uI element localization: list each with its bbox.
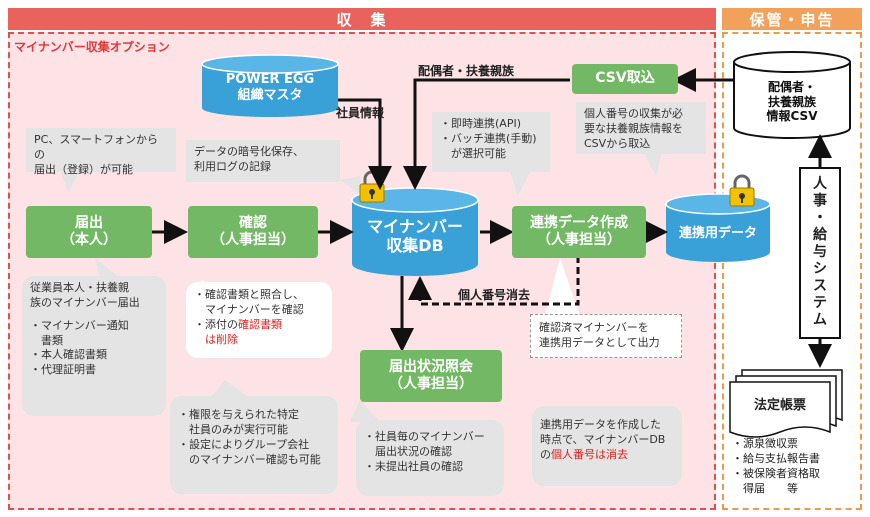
note-output-link-line: 連携用データとして出力 bbox=[539, 335, 660, 349]
mynumber-db-label-2: 収集DB bbox=[386, 236, 444, 255]
employee-info-label: 社員情報 bbox=[336, 106, 385, 120]
note-employee-notify-line: ・マイナンバー通知 bbox=[30, 318, 129, 332]
note-permission-line: ・設定によりグループ会社 bbox=[178, 437, 310, 451]
create-link-title: 連携データ作成 bbox=[530, 214, 628, 231]
legal-forms-list: ・源泉徴収票 ・給与支払報告書 ・被保険者資格取 得届 等 bbox=[732, 436, 862, 496]
note-check-docs: ・確認書類と照合し、 マイナンバーを確認 ・添付の確認書類 は削除 bbox=[186, 282, 332, 358]
legal-form-item: ・給与支払報告書 bbox=[732, 452, 820, 465]
spouse-csv-label-1: 配偶者・ bbox=[767, 80, 816, 95]
mynumber-db-label-1: マイナンバー bbox=[367, 216, 463, 236]
note-employee-notify: 従業員本人・扶養親 族のマイナンバー届出 ・マイナンバー通知 書類 ・本人確認書… bbox=[22, 276, 166, 416]
confirm-role: （人事担当） bbox=[211, 232, 295, 248]
power-egg-db: POWER EGG 組織マスタ bbox=[202, 66, 338, 110]
legal-form-item: 得届 等 bbox=[732, 482, 798, 495]
note-status-detail: ・社員毎のマイナンバー 届出状況の確認 ・未提出社員の確認 bbox=[356, 420, 504, 496]
note-csv-info-line: 要な扶養親族情報を bbox=[584, 121, 683, 135]
system-char: ム bbox=[813, 312, 827, 328]
power-egg-label: POWER EGG bbox=[225, 72, 315, 88]
note-employee-notify-line: 族のマイナンバー届出 bbox=[30, 295, 140, 309]
note-csv-info-line: 個人番号の収集が必 bbox=[584, 107, 683, 120]
submit-title: 届出 bbox=[75, 214, 103, 231]
note-employee-notify-line: ・本人確認書類 bbox=[30, 348, 107, 362]
note-api: ・即時連携(API) ・バッチ連携(手動) が選択可能 bbox=[432, 112, 550, 172]
status-query-box: 届出状況照会 （人事担当） bbox=[360, 350, 502, 402]
hr-payroll-system: 人 事 ・ 給 与 シ ス テ ム bbox=[800, 176, 840, 334]
legal-form-item: ・源泉徴収票 bbox=[732, 437, 798, 450]
system-char: シ bbox=[813, 261, 827, 277]
note-check-docs-red: は削除 bbox=[194, 332, 238, 346]
note-output-link-line: 確認済マイナンバーを bbox=[539, 321, 649, 334]
link-data-db: 連携用データ bbox=[666, 212, 770, 256]
legal-form-item: ・被保険者資格取 bbox=[732, 467, 820, 480]
note-employee-notify-line: 従業員本人・扶養親 bbox=[30, 281, 129, 294]
note-check-docs-red: 確認書類 bbox=[238, 317, 282, 331]
note-check-docs-prefix: ・添付の bbox=[194, 317, 238, 331]
storage-header-label: 保管・申告 bbox=[749, 10, 835, 29]
system-char: ・ bbox=[813, 210, 827, 226]
note-status-detail-line: 届出状況の確認 bbox=[364, 444, 452, 458]
note-employee-notify-line: ・代理証明書 bbox=[30, 363, 96, 377]
spouse-dependents-label: 配偶者・扶養親族 bbox=[418, 64, 515, 78]
system-char: テ bbox=[813, 295, 827, 311]
option-label: マイナンバー収集オプション bbox=[14, 40, 170, 54]
link-data-label: 連携用データ bbox=[678, 226, 757, 242]
delete-number-label: 個人番号消去 bbox=[458, 288, 531, 302]
spouse-csv-db: 配偶者・ 扶養親族 情報CSV bbox=[734, 72, 850, 132]
storage-header: 保管・申告 bbox=[722, 8, 862, 30]
note-pc-phone: PC、スマートフォンからの 届出（登録）が可能 bbox=[26, 128, 176, 176]
note-permission-line: ・権限を与えられた特定 bbox=[178, 408, 299, 421]
note-status-detail-line: ・未提出社員の確認 bbox=[364, 459, 463, 473]
system-char: 給 bbox=[813, 227, 827, 243]
status-query-title: 届出状況照会 bbox=[389, 358, 473, 375]
note-deletion-timing: 連携用データを作成した 時点で、マイナンバーDB の個人番号は消去 bbox=[532, 406, 682, 486]
system-char: 人 bbox=[813, 176, 827, 192]
note-pc-phone-line: PC、スマートフォンからの bbox=[34, 133, 158, 161]
confirm-box: 確認 （人事担当） bbox=[188, 206, 318, 258]
note-permission-line: 社員のみが実行可能 bbox=[178, 422, 288, 436]
note-encryption: データの暗号化保存、 利用ログの記録 bbox=[186, 140, 340, 182]
system-char: 事 bbox=[813, 193, 827, 209]
csv-import-box: CSV取込 bbox=[572, 64, 678, 94]
note-deletion-timing-red: 個人番号は消去 bbox=[551, 447, 628, 461]
note-deletion-timing-line: 時点で、マイナンバーDB bbox=[540, 432, 666, 446]
note-csv-info-line: CSVから取込 bbox=[584, 136, 651, 150]
system-char: 与 bbox=[813, 244, 827, 260]
note-permission-line: のマイナンバー確認も可能 bbox=[178, 452, 321, 466]
note-pc-phone-line: 届出（登録）が可能 bbox=[34, 162, 133, 176]
note-output-link: 確認済マイナンバーを 連携用データとして出力 bbox=[530, 314, 682, 358]
note-deletion-timing-prefix: の bbox=[540, 447, 551, 461]
note-api-line: ・バッチ連携(手動) bbox=[440, 131, 537, 145]
status-query-role: （人事担当） bbox=[389, 376, 473, 392]
confirm-title: 確認 bbox=[239, 214, 267, 231]
note-check-docs-line: マイナンバーを確認 bbox=[194, 302, 304, 316]
spouse-csv-label-3: 情報CSV bbox=[766, 109, 818, 124]
csv-import-label: CSV取込 bbox=[595, 70, 655, 87]
note-csv-info: 個人番号の収集が必 要な扶養親族情報を CSVから取込 bbox=[576, 102, 706, 154]
mynumber-db: マイナンバー 収集DB bbox=[352, 206, 478, 266]
note-deletion-timing-line: 連携用データを作成した bbox=[540, 418, 661, 431]
system-char: ス bbox=[813, 278, 827, 294]
note-status-detail-line: ・社員毎のマイナンバー bbox=[364, 430, 485, 443]
spouse-csv-label-2: 扶養親族 bbox=[767, 94, 816, 109]
note-spacer bbox=[30, 311, 158, 319]
note-permission: ・権限を与えられた特定 社員のみが実行可能 ・設定によりグループ会社 のマイナン… bbox=[170, 396, 338, 494]
note-employee-notify-line: 書類 bbox=[30, 333, 63, 347]
legal-forms-title: 法定帳票 bbox=[753, 398, 806, 413]
note-api-line: ・即時連携(API) bbox=[440, 117, 521, 130]
submit-box: 届出 （本人） bbox=[26, 206, 152, 258]
note-api-line: が選択可能 bbox=[440, 146, 506, 160]
submit-role: （本人） bbox=[61, 232, 117, 248]
org-master-label: 組織マスタ bbox=[237, 88, 303, 103]
note-encryption-line: 利用ログの記録 bbox=[194, 159, 271, 173]
create-link-role: （人事担当） bbox=[537, 232, 621, 248]
create-link-box: 連携データ作成 （人事担当） bbox=[512, 206, 646, 258]
collect-header: 収 集 bbox=[8, 8, 716, 30]
note-encryption-line: データの暗号化保存、 bbox=[194, 145, 304, 158]
collect-header-label: 収 集 bbox=[336, 10, 388, 29]
note-check-docs-line: ・確認書類と照合し、 bbox=[194, 288, 304, 301]
